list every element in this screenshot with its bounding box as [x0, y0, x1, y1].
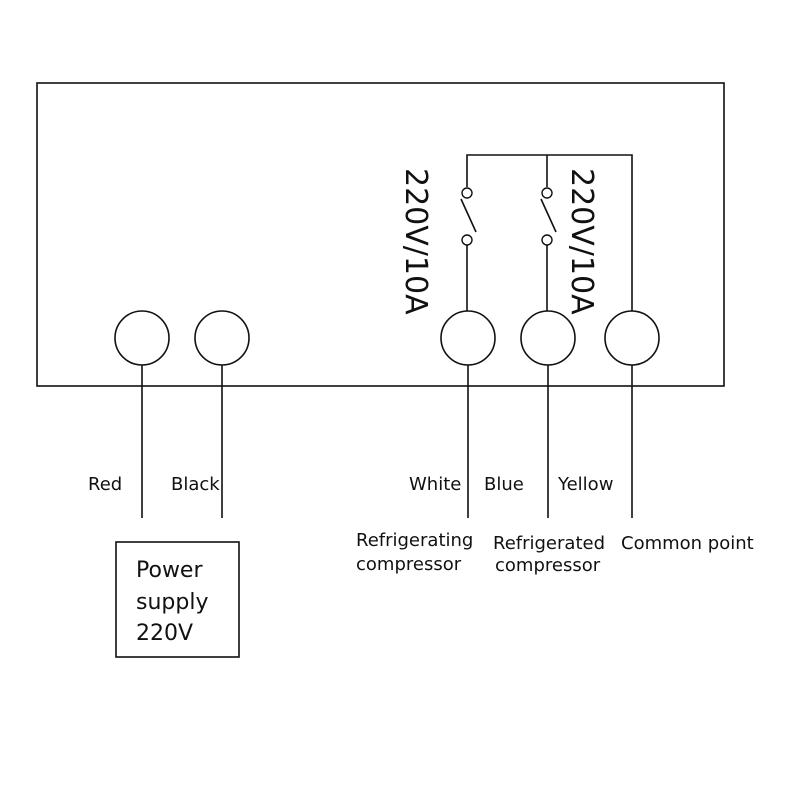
relay-2-blade [540, 198, 557, 233]
refrigerating-compressor-label-line2: compressor [356, 554, 462, 575]
wire-label-red: Red [88, 474, 122, 495]
power-supply-label-line3: 220V [136, 621, 193, 646]
wire-label-blue: Blue [484, 474, 524, 495]
terminal-blue [520, 310, 576, 366]
relay-2-top-contact [541, 187, 553, 199]
wire-label-yellow: Yellow [557, 474, 613, 495]
terminal-white [440, 310, 496, 366]
power-supply-box [115, 541, 240, 658]
terminal-red [114, 310, 170, 366]
common-point-label: Common point [621, 533, 754, 554]
terminal-yellow [604, 310, 660, 366]
relay-switch-2 [540, 187, 557, 313]
relay-rating-2: 220V/10A [564, 168, 599, 315]
relay-rating-1: 220V/10A [398, 168, 433, 315]
relay-1-blade [460, 198, 477, 233]
relay-common-bus [466, 154, 633, 313]
wire-label-white: White [409, 474, 461, 495]
relay-2-bottom-contact [541, 234, 553, 246]
terminal-black [194, 310, 250, 366]
refrigerated-compressor-label-line1: Refrigerated [493, 533, 605, 554]
refrigerated-compressor-label-line2: compressor [495, 555, 601, 576]
relay-1-top-contact [461, 187, 473, 199]
relay-1-bottom-contact [461, 234, 473, 246]
wire-label-black: Black [171, 474, 220, 495]
controller-housing [36, 82, 725, 387]
refrigerating-compressor-label-line1: Refrigerating [356, 530, 473, 551]
power-supply-label-line2: supply [136, 590, 208, 615]
power-supply-label-line1: Power [136, 558, 203, 583]
relay-switch-1 [460, 187, 477, 313]
